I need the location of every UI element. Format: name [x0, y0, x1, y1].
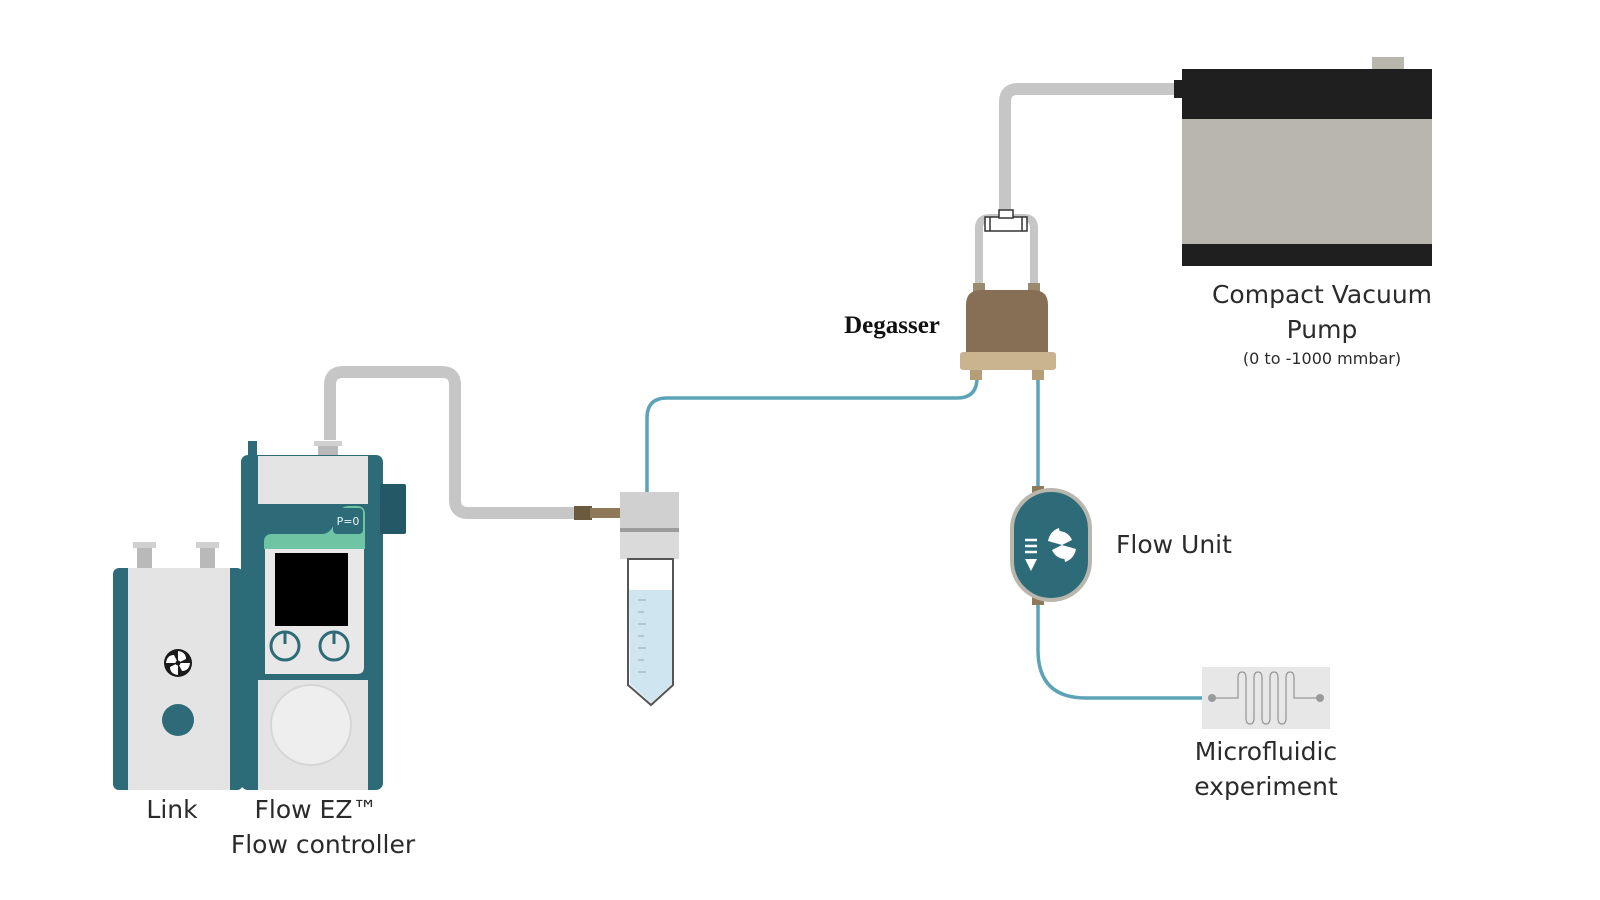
- vacuum-pump-label-2: Pump: [1287, 315, 1358, 344]
- link-device: [113, 542, 243, 790]
- microfluidic-label: Microfluidic: [1195, 737, 1337, 766]
- degasser-fluid-port-right: [1032, 370, 1044, 380]
- flow-ez-clip: [248, 441, 257, 461]
- flow-unit-label: Flow Unit: [1116, 530, 1232, 559]
- degasser-label: Degasser: [844, 312, 940, 339]
- pump-top-port: [1372, 57, 1404, 71]
- flow-ez-display: [275, 553, 348, 626]
- valve-icon: [984, 209, 1028, 232]
- link-panel: [128, 568, 230, 790]
- reservoir-graduations: [638, 599, 646, 673]
- link-connector-right: [200, 545, 215, 570]
- flow-unit-body: [1010, 488, 1092, 602]
- degasser-vacuum-tube-right: [1030, 225, 1038, 287]
- fluid-tube-flowunit-chip: [1036, 600, 1205, 700]
- flow-ez-port-cap: [314, 441, 342, 446]
- reservoir-liquid: [629, 590, 672, 703]
- reservoir-tube: [574, 492, 679, 707]
- vacuum-pump-device: [1174, 57, 1432, 266]
- flow-sensor-icon: [1025, 528, 1076, 571]
- link-connector-left: [137, 545, 152, 570]
- flow-ez-side-connector: [380, 484, 406, 534]
- degasser-fluid-port-left: [970, 370, 982, 380]
- flow-ez-pressure-port: [318, 443, 338, 457]
- flow-ez-cap-reservoir: [270, 684, 352, 766]
- flow-ez-label: Flow EZ™: [255, 795, 378, 824]
- vacuum-pump-range: (0 to -1000 mmbar): [1243, 349, 1401, 368]
- degasser-base: [960, 352, 1056, 370]
- degasser-device: [960, 209, 1056, 380]
- reservoir-cap-bottom: [620, 532, 679, 559]
- flow-ez-top-panel: [258, 456, 368, 504]
- reservoir-cap-top: [620, 492, 679, 528]
- chip-inlet: [1208, 694, 1216, 702]
- reservoir-inlet-nut: [590, 508, 620, 518]
- fluid-tube-reservoir-degasser: [645, 377, 979, 492]
- flow-ez-screen-text: P=0: [337, 515, 360, 528]
- link-connector-right-cap: [196, 542, 219, 548]
- pump-bottom-band: [1182, 244, 1432, 266]
- flow-unit-device: [1010, 486, 1092, 605]
- microfluidic-label-2: experiment: [1194, 772, 1338, 801]
- reservoir-inlet-fitting: [574, 506, 592, 520]
- link-label: Link: [146, 795, 198, 824]
- pressure-tube: [324, 366, 590, 519]
- flow-ez-status-badge: [333, 508, 363, 534]
- flow-ez-sublabel: Flow controller: [231, 830, 416, 859]
- knob-left-icon: [269, 630, 301, 662]
- link-button: [162, 704, 194, 736]
- degasser-vacuum-tube-left: [975, 225, 983, 287]
- fan-icon: [164, 649, 192, 677]
- microfluidic-chip: [1202, 667, 1330, 729]
- pump-body: [1182, 119, 1432, 244]
- vacuum-tube: [999, 83, 1183, 215]
- flow-ez-device: P=0: [241, 441, 406, 790]
- vacuum-pump-label: Compact Vacuum: [1212, 280, 1432, 309]
- degasser-port-left: [973, 283, 985, 293]
- pump-top-band: [1182, 69, 1432, 119]
- chip-outlet: [1316, 694, 1324, 702]
- degasser-port-right: [1028, 283, 1040, 293]
- link-connector-left-cap: [133, 542, 156, 548]
- degasser-body: [966, 290, 1048, 360]
- knob-right-icon: [318, 630, 350, 662]
- reservoir-cap-line: [620, 528, 679, 532]
- pump-side-port: [1174, 80, 1184, 98]
- serpentine-channel: [1212, 671, 1320, 725]
